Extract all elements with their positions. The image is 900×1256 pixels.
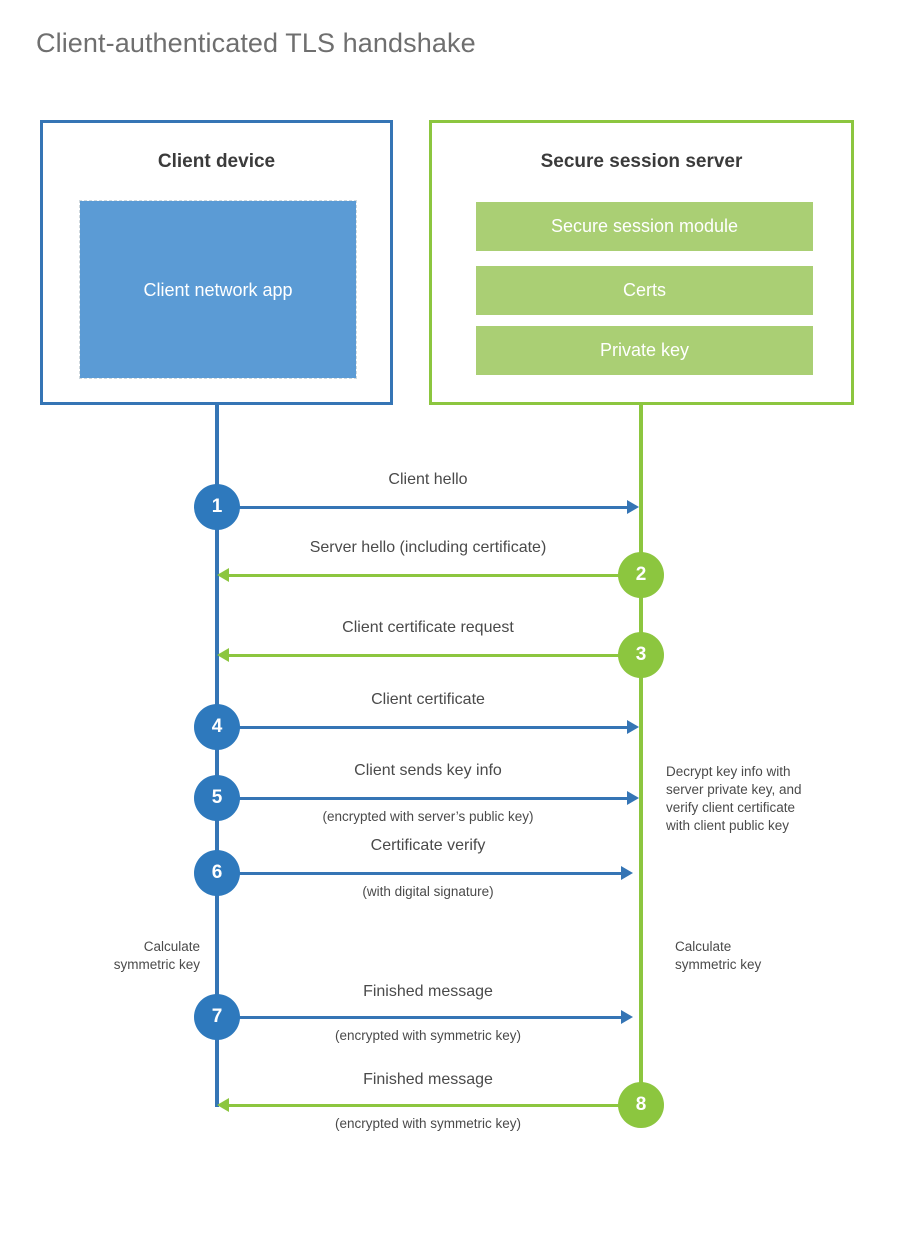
message-sublabel: (encrypted with symmetric key)	[334, 1116, 522, 1131]
message-line	[217, 797, 627, 800]
arrow-right-icon	[621, 1010, 633, 1024]
page-title: Client-authenticated TLS handshake	[36, 28, 476, 58]
server-block-label: Certs	[622, 280, 666, 300]
message-sublabel: (with digital signature)	[362, 884, 494, 899]
message-label: Client certificate	[371, 691, 485, 708]
step-number: 3	[635, 644, 647, 665]
note-line: with client public key	[666, 818, 790, 833]
server-decrypt-note: Decrypt key info with server private key…	[666, 763, 846, 835]
message-label: Client certificate request	[342, 619, 514, 636]
server-block-label: Private key	[599, 340, 690, 360]
message-label: Certificate verify	[370, 837, 486, 854]
client-network-app-block: Client network app	[79, 200, 357, 379]
step-marker-6[interactable]: 6	[194, 850, 240, 896]
step-number: 6	[211, 862, 223, 883]
note-line: symmetric key	[675, 957, 762, 972]
message-label: Server hello (including certificate)	[309, 539, 547, 556]
step-marker-1[interactable]: 1	[194, 484, 240, 530]
message-line	[217, 506, 627, 509]
server-block-private-key: Private key	[476, 326, 813, 375]
message-line	[229, 574, 641, 577]
step-number: 5	[211, 787, 223, 808]
client-lifeline	[215, 405, 219, 1107]
client-device-box: Client device Client network app	[40, 120, 393, 405]
message-sublabel: (encrypted with symmetric key)	[334, 1028, 522, 1043]
server-block-label: Secure session module	[550, 216, 739, 236]
server-lifeline	[639, 405, 643, 1107]
client-device-title: Client device	[157, 151, 276, 172]
note-line: Decrypt key info with	[666, 764, 791, 779]
step-number: 8	[635, 1094, 647, 1115]
message-label: Finished message	[363, 1071, 493, 1088]
arrow-left-icon	[217, 568, 229, 582]
arrow-left-icon	[217, 1098, 229, 1112]
client-network-app-label: Client network app	[143, 279, 293, 300]
server-block-secure-session-module: Secure session module	[476, 202, 813, 251]
step-number: 4	[211, 716, 223, 737]
arrow-right-icon	[627, 791, 639, 805]
message-line	[229, 1104, 641, 1107]
note-line: verify client certificate	[666, 800, 796, 815]
server-block-certs: Certs	[476, 266, 813, 315]
step-number: 7	[211, 1006, 223, 1027]
step-marker-7[interactable]: 7	[194, 994, 240, 1040]
message-label: Client sends key info	[354, 762, 502, 779]
step-marker-8[interactable]: 8	[618, 1082, 664, 1128]
secure-session-server-title: Secure session server	[540, 151, 743, 172]
message-line	[217, 726, 627, 729]
message-label: Finished message	[363, 983, 493, 1000]
step-marker-2[interactable]: 2	[618, 552, 664, 598]
note-line: server private key, and	[666, 782, 802, 797]
arrow-left-icon	[217, 648, 229, 662]
message-label: Client hello	[388, 471, 468, 488]
step-marker-3[interactable]: 3	[618, 632, 664, 678]
message-line	[217, 1016, 621, 1019]
client-calculate-symmetric-key-note: Calculate symmetric key	[60, 938, 200, 974]
server-calculate-symmetric-key-note: Calculate symmetric key	[675, 938, 835, 974]
step-number: 1	[211, 496, 223, 517]
step-number: 2	[635, 564, 647, 585]
message-sublabel: (encrypted with server’s public key)	[322, 809, 534, 824]
arrow-right-icon	[627, 500, 639, 514]
note-line: Calculate	[675, 939, 732, 954]
note-line: Calculate	[143, 939, 200, 954]
message-line	[217, 872, 621, 875]
message-line	[229, 654, 641, 657]
arrow-right-icon	[621, 866, 633, 880]
step-marker-5[interactable]: 5	[194, 775, 240, 821]
note-line: symmetric key	[113, 957, 200, 972]
step-marker-4[interactable]: 4	[194, 704, 240, 750]
arrow-right-icon	[627, 720, 639, 734]
secure-session-server-box: Secure session server Secure session mod…	[429, 120, 854, 405]
